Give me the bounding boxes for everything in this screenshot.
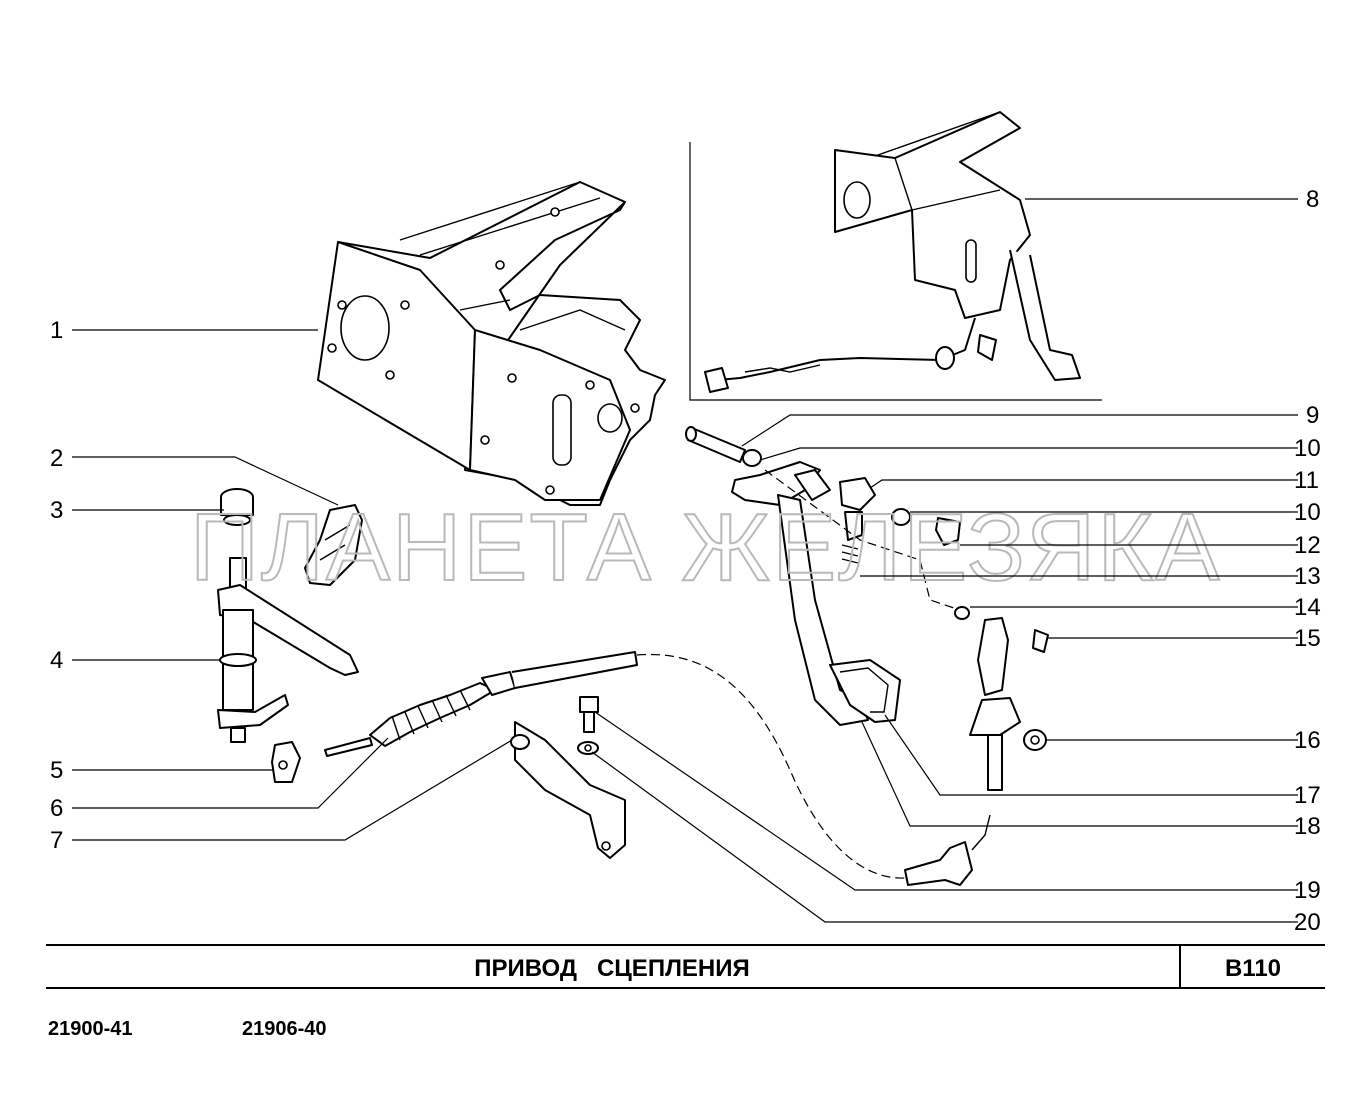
watermark-text: ПЛАНЕТА ЖЕЛЕЗЯКА [190,494,1221,601]
callout-9: 9 [1306,402,1319,429]
pedal-bracket [317,181,666,506]
pedal-assembly [685,426,961,726]
callout-7: 7 [50,827,63,854]
callout-6: 6 [50,795,63,822]
model-code-2: 21906-40 [242,1018,327,1040]
page-title: ПРИВОД СЦЕПЛЕНИЯ [474,955,750,982]
callout-16: 16 [1294,727,1321,754]
callout-11: 11 [1294,467,1319,494]
clutch-cable [324,651,991,886]
callout-20: 20 [1294,909,1321,936]
callout-19: 19 [1294,877,1321,904]
page-code: B110 [1225,955,1281,982]
leader-lines [72,198,1298,923]
callout-17: 17 [1294,782,1321,809]
small-clip [271,741,301,783]
callout-13: 13 [1294,563,1321,590]
callout-18: 18 [1294,813,1321,840]
callout-14: 14 [1294,594,1321,621]
callout-1: 1 [50,317,63,344]
callout-12: 12 [1294,532,1321,559]
pad-plate [304,504,363,586]
callout-2: 2 [50,445,63,472]
support-bracket [510,721,626,859]
callout-3: 3 [50,497,63,524]
callout-4: 4 [50,647,63,674]
callout-8: 8 [1306,186,1319,213]
shaft-lever [217,557,359,743]
assembled-pedal-unit-inset [689,111,1102,401]
callout-10b: 10 [1294,499,1321,526]
master-cylinder-rod [954,606,1049,791]
callout-numbers: 1 2 3 4 5 6 7 8 9 10 11 10 12 13 14 15 1… [50,186,1321,936]
model-code-1: 21900-41 [48,1018,133,1040]
callout-5: 5 [50,757,63,784]
cap-bushing [220,488,254,526]
callout-10a: 10 [1294,435,1321,462]
bolt-and-washer [577,696,599,755]
title-block: ПРИВОД СЦЕПЛЕНИЯ B110 21900-41 21906-40 [46,944,1325,1040]
callout-15: 15 [1294,625,1321,652]
